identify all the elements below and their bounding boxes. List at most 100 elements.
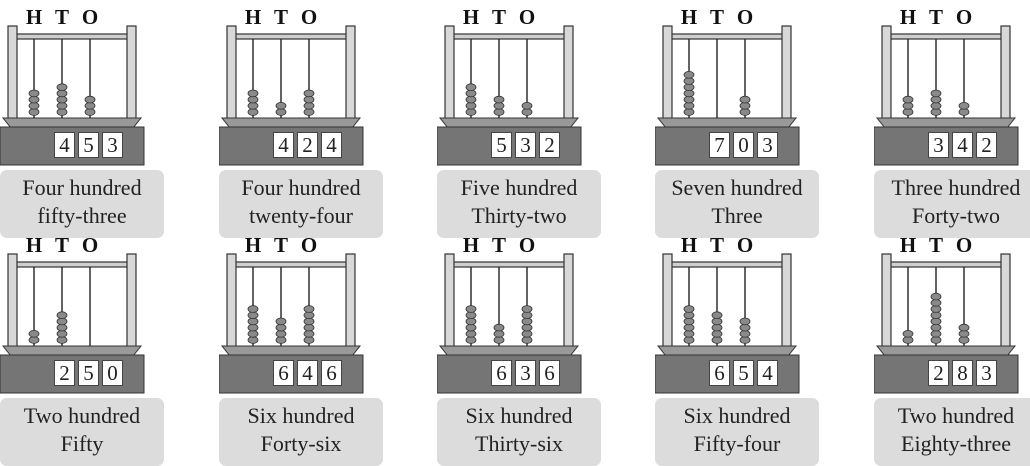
digit-box: 3 bbox=[515, 360, 536, 386]
digit-box: 5 bbox=[78, 360, 99, 386]
number-name-line: Six hundred bbox=[247, 403, 355, 428]
abacus-bead bbox=[493, 102, 505, 110]
abacus-bead bbox=[465, 323, 477, 332]
abacus-bead bbox=[930, 299, 942, 307]
column-header-o: O bbox=[737, 234, 753, 257]
digit-box: 2 bbox=[54, 360, 75, 386]
digit-box: 2 bbox=[539, 132, 560, 158]
digit-box: 6 bbox=[709, 360, 730, 386]
digit-box: 3 bbox=[102, 132, 123, 158]
abacus-bead bbox=[958, 108, 970, 116]
digit-box: 3 bbox=[757, 132, 778, 158]
number-name-line: Forty-two bbox=[912, 203, 1000, 228]
column-header-h: H bbox=[26, 234, 42, 257]
abacus-bead bbox=[56, 108, 68, 116]
digit-box: 4 bbox=[757, 360, 778, 386]
column-header-t: T bbox=[55, 234, 69, 257]
abacus-bead bbox=[683, 71, 695, 79]
digit-box: 5 bbox=[733, 360, 754, 386]
abacus-bead bbox=[739, 336, 751, 344]
abacus-bead bbox=[930, 317, 942, 326]
abacus-bead bbox=[303, 305, 315, 313]
abacus-bead bbox=[275, 330, 287, 338]
abacus-bead bbox=[683, 77, 695, 85]
digit-box: 6 bbox=[539, 360, 560, 386]
abacus-bead bbox=[247, 95, 259, 104]
column-header-o: O bbox=[519, 6, 535, 29]
abacus-bead bbox=[930, 336, 942, 344]
abacus-bead bbox=[521, 317, 533, 326]
abacus-bead bbox=[493, 323, 505, 332]
abacus-bead bbox=[56, 317, 68, 326]
column-header-t: T bbox=[492, 6, 506, 29]
column-header-h: H bbox=[463, 234, 479, 257]
number-name-line: Thirty-six bbox=[475, 431, 563, 456]
digit-box: 5 bbox=[78, 132, 99, 158]
abacus-bead bbox=[465, 311, 477, 319]
abacus-bead bbox=[56, 89, 68, 98]
abacus-bead bbox=[493, 108, 505, 116]
number-name-line: Thirty-two bbox=[471, 203, 567, 228]
abacus-bead bbox=[247, 330, 259, 338]
abacus-bead bbox=[247, 108, 259, 116]
number-name-line: Two hundred bbox=[897, 403, 1015, 428]
column-header-t: T bbox=[929, 234, 943, 257]
abacus-bead bbox=[247, 317, 259, 326]
column-header-t: T bbox=[710, 6, 724, 29]
number-name-line: Forty-six bbox=[260, 431, 342, 456]
abacus-bead bbox=[275, 336, 287, 344]
number-name-line: Eighty-three bbox=[901, 431, 1011, 456]
column-header-h: H bbox=[900, 6, 916, 29]
digit-box: 4 bbox=[952, 132, 973, 158]
abacus-bead bbox=[739, 108, 751, 116]
abacus-bead bbox=[521, 330, 533, 338]
column-header-h: H bbox=[681, 6, 697, 29]
number-name-line: Two hundred bbox=[23, 403, 141, 428]
abacus-bead bbox=[465, 83, 477, 91]
abacus-bead bbox=[958, 102, 970, 110]
abacus-bead bbox=[902, 336, 914, 344]
number-name-line: Seven hundred bbox=[671, 175, 803, 200]
abacus-bead bbox=[465, 317, 477, 326]
abacus-bead bbox=[465, 89, 477, 98]
abacus-bead bbox=[902, 330, 914, 338]
abacus-bead bbox=[930, 330, 942, 338]
abacus-bead bbox=[902, 102, 914, 110]
abacus-bead bbox=[56, 323, 68, 332]
abacus-bead bbox=[521, 108, 533, 116]
abacus-bead bbox=[56, 95, 68, 104]
abacus-bead bbox=[247, 102, 259, 110]
digit-box: 7 bbox=[709, 132, 730, 158]
abacus-bead bbox=[521, 323, 533, 332]
abacus-bead bbox=[28, 89, 40, 98]
column-header-t: T bbox=[492, 234, 506, 257]
number-name-line: Fifty bbox=[60, 431, 104, 456]
abacus-bead bbox=[493, 336, 505, 344]
abacus-bead bbox=[683, 317, 695, 326]
abacus-bead bbox=[303, 317, 315, 326]
number-name-line: Six hundred bbox=[683, 403, 791, 428]
abacus-bead bbox=[739, 317, 751, 326]
digit-box: 4 bbox=[54, 132, 75, 158]
abacus-bead bbox=[465, 95, 477, 104]
number-name-line: Four hundred bbox=[22, 175, 142, 200]
abacus-bead bbox=[739, 95, 751, 104]
digit-box: 0 bbox=[733, 132, 754, 158]
abacus-bead bbox=[275, 317, 287, 326]
